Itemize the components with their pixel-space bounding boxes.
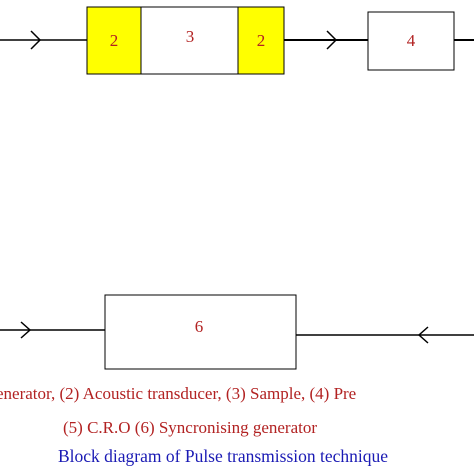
arrow-head-sync-icon	[417, 326, 429, 344]
arrow-head-cro-icon	[20, 321, 32, 339]
arrow-head-preamp-icon	[326, 30, 338, 50]
label-transducer-left: 2	[110, 31, 119, 50]
arrow-head-input-icon	[30, 30, 42, 50]
block-transducer-right	[237, 6, 285, 75]
label-preamp: 4	[407, 31, 416, 50]
legend-line-1: enerator, (2) Acoustic transducer, (3) S…	[0, 384, 357, 403]
block-transducer-left	[86, 6, 142, 75]
label-sample: 3	[186, 27, 195, 46]
label-transducer-right: 2	[257, 31, 266, 50]
legend-line-2: (5) C.R.O (6) Syncronising generator	[63, 418, 318, 437]
block-preamp	[367, 11, 455, 71]
block-sync-generator	[104, 294, 297, 370]
diagram-title: Block diagram of Pulse transmission tech…	[58, 446, 389, 466]
block-sample	[140, 6, 239, 75]
label-sync-generator: 6	[195, 317, 204, 336]
